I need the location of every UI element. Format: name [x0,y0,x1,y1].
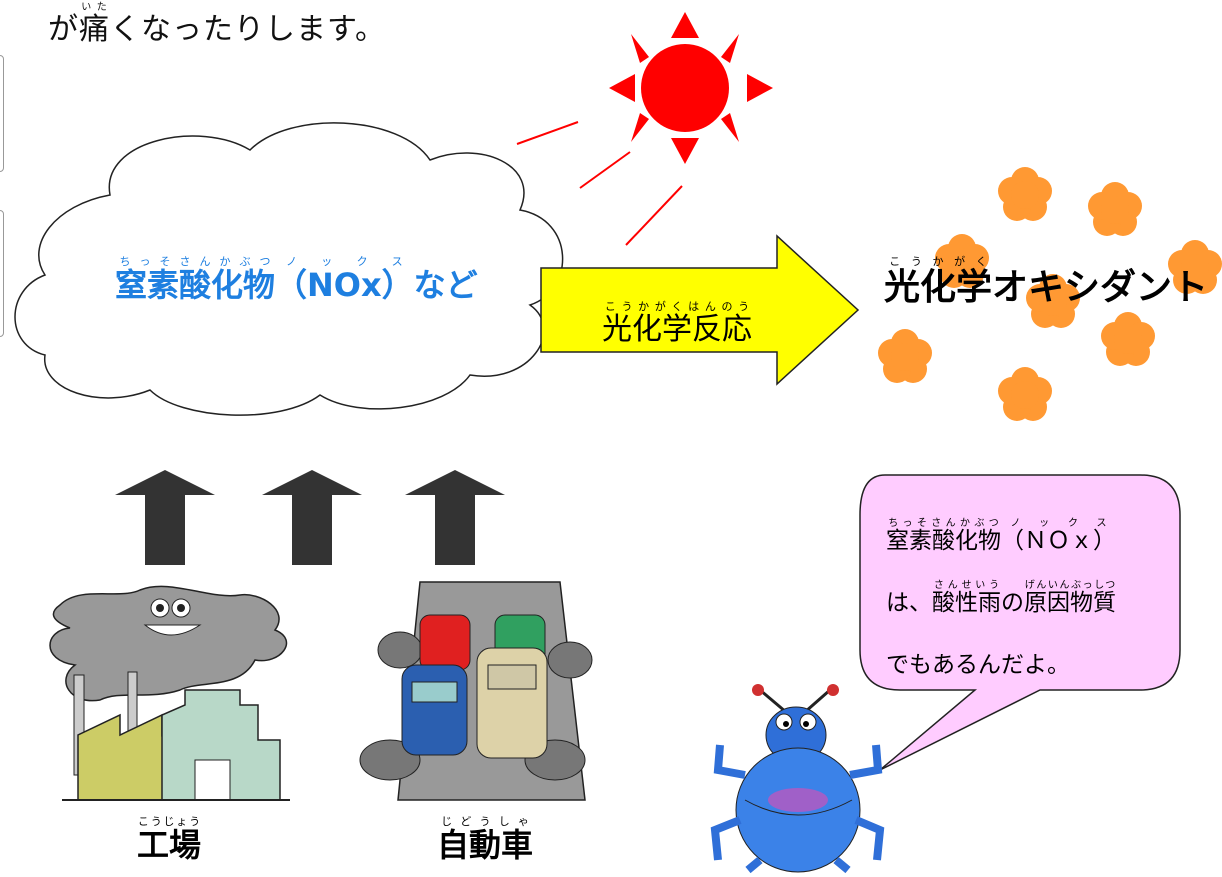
factory-caption: 工場こうじょう [137,815,202,864]
traffic-illustration [359,581,593,801]
oxidant-label: 光化学こうかがくオキシダント [884,255,1209,308]
oxidant-particles [878,167,1222,421]
nox-label: 窒素酸化物ちっそさんかぶつ（NOx）ノックスなど [115,255,478,304]
reaction-label: 光化学反応こうかがくはんのう [602,300,752,347]
bubble-line-3: でもあるんだよ。 [886,652,1070,678]
cloud-shape [14,122,564,416]
emission-arrows [115,470,505,565]
factory-illustration [49,585,290,801]
speech-bubble-text: 窒素酸化物ちっそさんかぶつ（ＮＯｘ）ノックス は、酸性雨さんせいうの原因物質げん… [886,510,1156,696]
sun-rays [516,121,683,246]
car-caption: 自動車じどうしゃ [437,815,534,864]
intro-text: が痛いたくなったりします。 [48,2,386,47]
reaction-arrow [540,234,860,386]
sun-icon [609,12,773,164]
bubble-line-1: 窒素酸化物ちっそさんかぶつ（ＮＯｘ）ノックス [886,518,1116,554]
bubble-line-2: は、酸性雨さんせいうの原因物質げんいんぶっしつ [886,580,1116,616]
beetle-character [710,684,885,874]
speech-bubble [859,474,1181,771]
